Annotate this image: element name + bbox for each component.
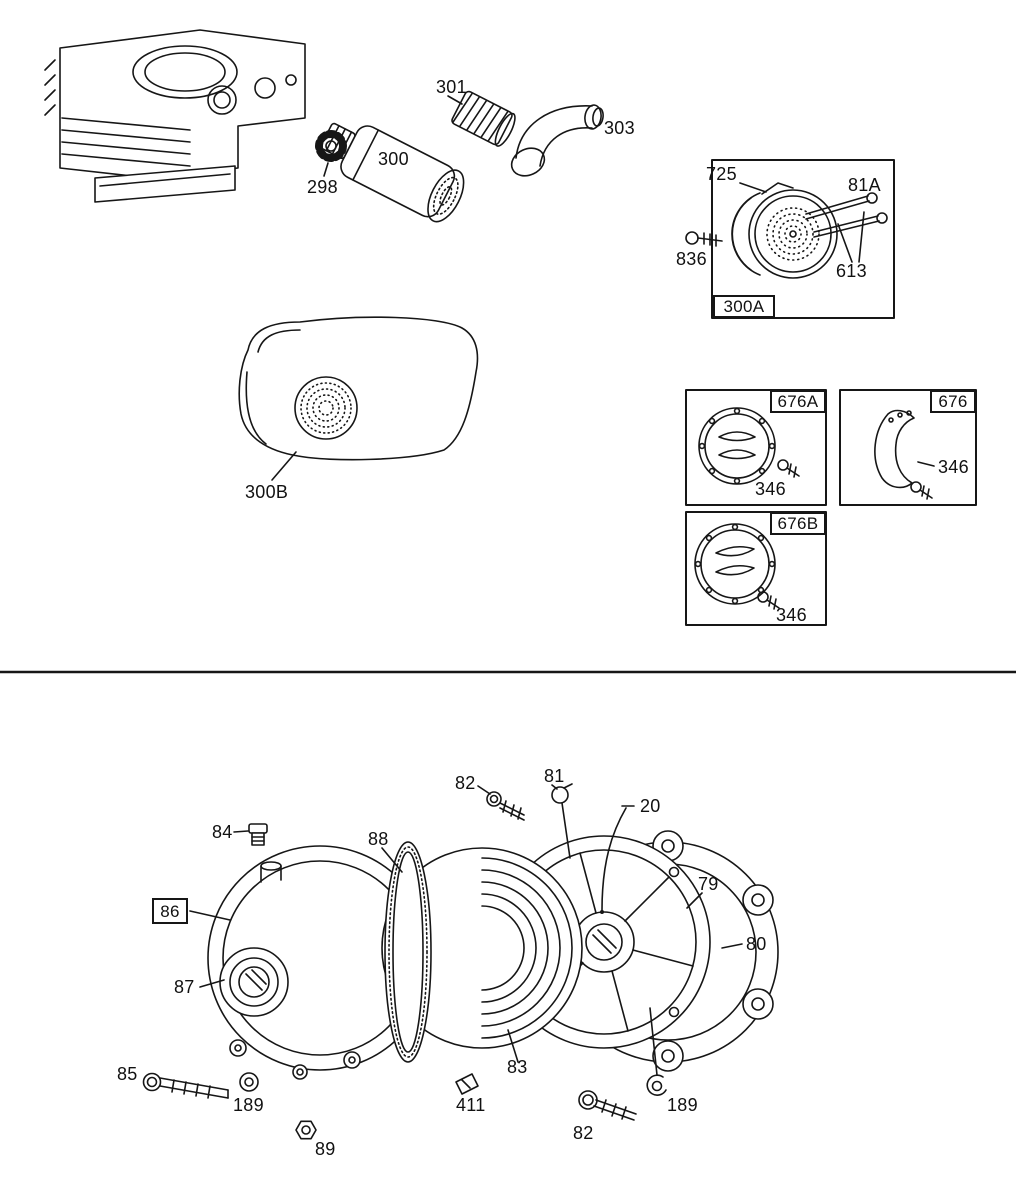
muffler-assembly-300A-illustration (685, 159, 895, 319)
callout-box-676: 676 (930, 390, 976, 413)
callout-leader-87 (199, 979, 225, 988)
terminal-411-illustration (455, 1073, 479, 1095)
callout-301: 301 (436, 77, 467, 97)
callout-411: 411 (456, 1095, 486, 1115)
callout-83: 83 (507, 1057, 528, 1077)
callout-88: 88 (368, 829, 389, 849)
callout-79: 79 (698, 874, 719, 894)
callout-84: 84 (212, 822, 233, 842)
muffler-tube-300-illustration (320, 122, 465, 223)
clutch-drum-illustration (381, 847, 583, 1049)
nut-89-illustration (295, 1120, 317, 1140)
callout-346-676: 346 (938, 457, 969, 477)
callout-leader-20 (600, 805, 635, 914)
callout-189-right: 189 (667, 1095, 698, 1115)
cylinder-block-illustration (44, 29, 306, 203)
gasket-illustration (384, 841, 432, 1063)
callout-82-bottom: 82 (573, 1123, 594, 1143)
callout-leader-80 (721, 943, 743, 949)
callout-300: 300 (378, 149, 409, 169)
callout-box-86: 86 (152, 898, 188, 924)
callout-346-676B: 346 (776, 605, 807, 625)
callout-836: 836 (676, 249, 707, 269)
callout-300B: 300B (245, 482, 289, 502)
callout-81: 81 (544, 766, 565, 786)
callout-725: 725 (706, 164, 737, 184)
callout-leader-79 (686, 892, 703, 909)
callout-leader-86 (189, 910, 231, 921)
cover-676B-illustration (685, 511, 827, 626)
callout-303: 303 (604, 118, 635, 138)
callout-89: 89 (315, 1139, 336, 1159)
muffler-body-300B-illustration (238, 316, 479, 481)
callout-87: 87 (174, 977, 195, 997)
callout-box-676A: 676A (770, 390, 826, 413)
clamp-81-illustration (551, 783, 573, 859)
callout-leader-301 (447, 95, 463, 105)
callout-box-676B: 676B (770, 512, 826, 535)
fastener-82-top-screw-illustration (477, 785, 525, 821)
callout-81A: 81A (848, 175, 881, 195)
fastener-84-plug-illustration (233, 823, 268, 846)
callout-189-left: 189 (233, 1095, 264, 1115)
callout-85: 85 (117, 1064, 138, 1084)
fastener-82-bottom-bolt-illustration (578, 1090, 637, 1121)
gear-housing-illustration (207, 845, 433, 1080)
cover-676A-illustration (685, 389, 827, 506)
elbow-303-illustration (510, 104, 604, 177)
callout-leader-88 (381, 847, 403, 873)
pipe-nipple-301-illustration (451, 90, 516, 147)
fastener-85-bolt-illustration (142, 1072, 229, 1099)
callout-leader-83 (507, 1029, 519, 1063)
callout-346-676A: 346 (755, 479, 786, 499)
washer-189-left-illustration (239, 1072, 259, 1092)
callout-20: 20 (640, 796, 661, 816)
callout-82-top: 82 (455, 773, 476, 793)
callout-80: 80 (746, 934, 767, 954)
callout-box-300A: 300A (713, 295, 775, 318)
callout-298: 298 (307, 177, 338, 197)
callout-613: 613 (836, 261, 867, 281)
retainer-189-right-illustration (646, 1007, 667, 1096)
